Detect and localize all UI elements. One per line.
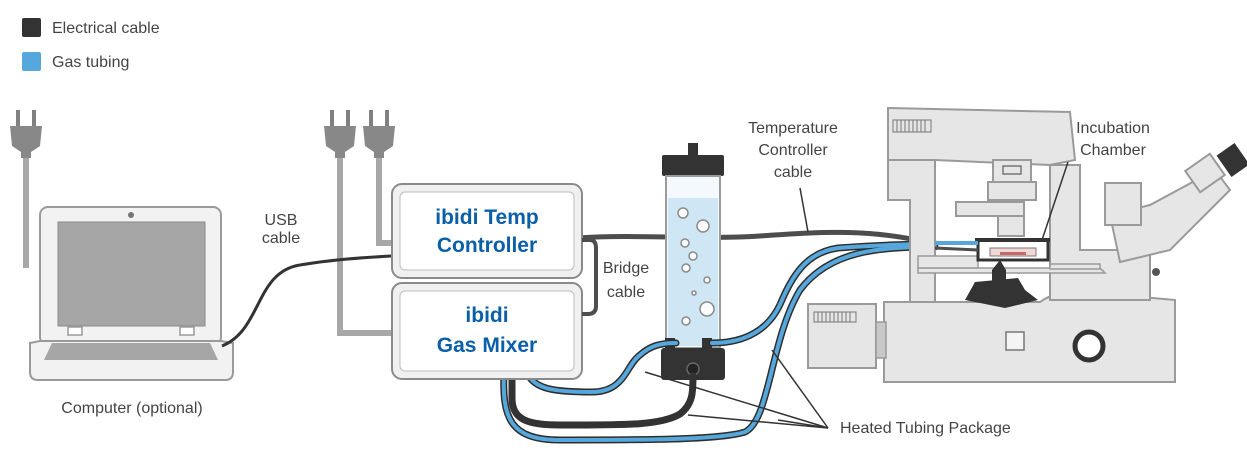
temp-controller-power-cord [376,155,392,246]
power-plug-icon [363,110,395,158]
gas-mixer-power-cord [337,155,392,336]
laptop-icon [29,206,234,381]
incubation-chamber-label-line2: Chamber [1080,142,1146,159]
incubation-chamber [934,238,1050,262]
gas-tube-humidifier-to-chamber [710,242,937,345]
humidifier-bottle-icon [661,143,725,380]
heater-cable [508,361,697,429]
gas-mixer-name-line2: Gas Mixer [437,334,537,357]
bridge-cable [582,238,598,316]
electrical-legend-label: Electrical cable [52,20,160,37]
temp-cable-label-line1: Temperature [748,120,838,137]
usb-cable-label-line2: cable [262,230,300,247]
gas-tube-to-humidifier [524,341,678,395]
bridge-cable-label-line2: cable [607,284,645,301]
gas-legend-swatch [22,52,41,71]
gas-legend-label: Gas tubing [52,54,129,71]
temp-cable-label-line2: Controller [758,142,828,159]
power-plug-icon [324,110,356,158]
temp-controller-cable [577,229,936,247]
heated-tubing-label: Heated Tubing Package [840,420,1011,437]
gas-mixer-name-line1: ibidi [465,304,508,327]
heated-gas-tube-main [501,245,937,443]
incubation-chamber-label-line1: Incubation [1076,120,1150,137]
temp-cable-label-line3: cable [774,164,812,181]
gas-tubing [501,242,937,443]
electrical-legend-swatch [22,18,41,37]
temp-controller-device: ibidi Temp Controller [391,183,583,279]
pointer-lines [644,161,1069,429]
gas-mixer-device: ibidi Gas Mixer [391,282,583,380]
microscope-icon [807,106,1247,383]
temp-controller-name-line1: ibidi Temp [435,206,538,229]
power-plug-icon [10,110,42,158]
power-cords [23,155,392,336]
usb-cable [221,254,393,348]
temp-controller-name-line2: Controller [437,234,537,257]
computer-label: Computer (optional) [61,400,202,417]
bridge-cable-label-line1: Bridge [603,260,649,277]
usb-cable-label-line1: USB [265,212,298,229]
legend: Electrical cable Gas tubing [22,18,160,71]
